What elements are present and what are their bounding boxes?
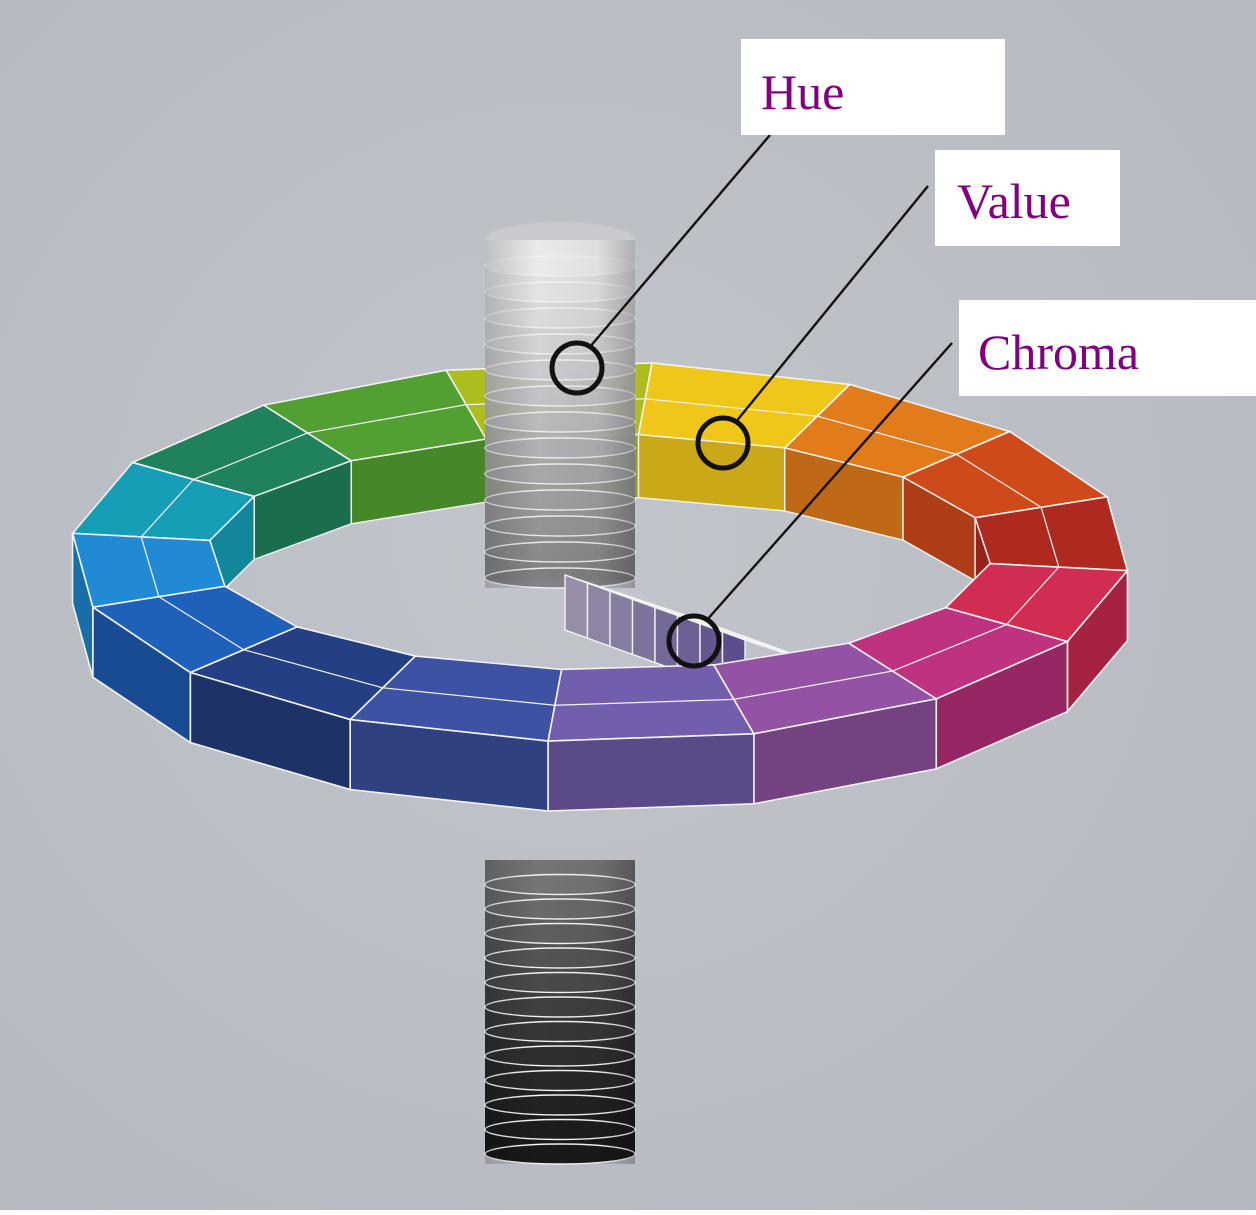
hue-segment-divider <box>817 415 957 455</box>
hue-segment-inner-wall <box>637 433 786 512</box>
value-column-lower <box>484 860 636 1165</box>
chroma-step-side <box>564 574 589 640</box>
value-column-shading <box>485 240 635 588</box>
value-column-shading <box>485 860 635 1164</box>
hue-segment-divider <box>382 687 555 706</box>
chroma-step-side <box>609 590 634 656</box>
chroma-marker-circle <box>666 613 722 669</box>
chroma-label: Chroma <box>978 324 1140 380</box>
hue-segment-divider <box>1040 507 1060 568</box>
hue-segment-divider <box>956 453 1042 508</box>
hue-segment-divider <box>554 698 734 706</box>
hue-segment-divider <box>307 404 467 434</box>
hue-segment-divider <box>892 624 1007 672</box>
value-column-upper <box>484 222 636 589</box>
hue-segment-divider <box>158 596 244 651</box>
hue-label: Hue <box>761 64 845 120</box>
hue-segment-side <box>547 732 755 812</box>
hue-label-box: Hue <box>741 39 1005 135</box>
chroma-step-side <box>631 598 656 664</box>
callout-markers <box>549 134 953 669</box>
chroma-step-side <box>654 606 679 672</box>
hue-segment-divider <box>193 432 308 480</box>
chroma-step-side <box>586 582 611 648</box>
hue-segment-divider <box>1006 566 1060 625</box>
value-label: Value <box>957 173 1071 229</box>
value-label-box: Value <box>935 150 1120 246</box>
hue-segment-side <box>71 533 94 678</box>
hue-marker-circle <box>549 340 605 396</box>
hue-segment-divider <box>645 398 818 417</box>
hue-segment-divider <box>243 649 383 689</box>
hue-ring-front <box>71 532 1130 812</box>
hue-segment-divider <box>140 479 194 538</box>
hue-segment-divider <box>733 670 893 700</box>
chroma-leader-line <box>705 342 953 622</box>
hue-leader-line <box>588 134 771 349</box>
value-marker-circle <box>695 415 751 471</box>
hue-segment-divider <box>140 536 160 597</box>
chroma-label-box: Chroma <box>959 300 1256 396</box>
value-leader-line <box>734 185 929 424</box>
